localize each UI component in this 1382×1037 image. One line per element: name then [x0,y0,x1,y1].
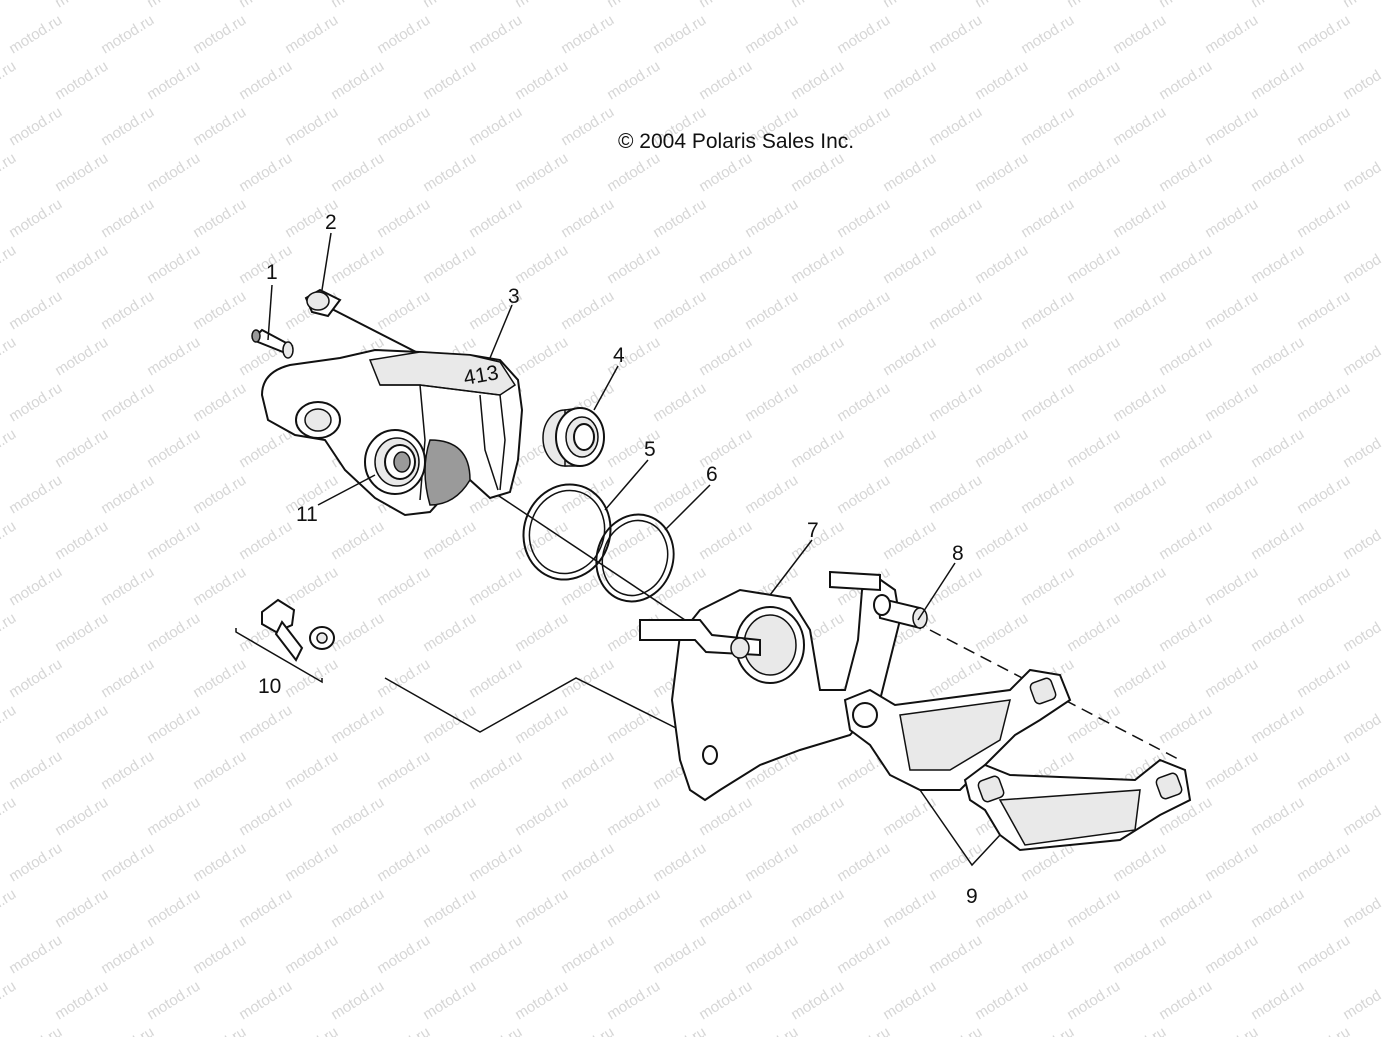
leader-7 [769,539,813,596]
part-6-oring [595,513,675,603]
leader-10-bracket [235,628,323,684]
axis-line-mid [459,469,701,631]
leader-5 [604,459,649,511]
leader-8 [917,562,956,621]
copyright-notice: © 2004 Polaris Sales Inc. [618,130,855,153]
leader-2 [321,232,332,291]
part-7-bracket [639,570,902,802]
part-1-bleeder-screw [251,328,294,359]
callout-3: 3 [508,285,520,308]
part-4-piston [542,407,605,467]
callout-1: 1 [266,261,278,284]
part-9-brake-pads [843,668,1192,852]
part-5-oring [522,483,612,581]
part-10-bolt-washer [261,598,335,662]
callout-11: 11 [296,503,318,526]
leader-6 [664,484,711,531]
leader-11 [317,474,376,506]
bolt-guide-line [384,677,681,733]
leader-3 [489,304,513,359]
leader-4 [593,365,619,411]
callout-9: 9 [966,885,978,908]
callout-8: 8 [952,542,964,565]
callout-6: 6 [706,463,718,486]
callout-2: 2 [325,211,337,234]
callout-5: 5 [644,438,656,461]
callout-10: 10 [258,675,281,698]
part-2-bleeder-cap [304,288,342,318]
callout-7: 7 [807,519,819,542]
leader-1 [267,284,273,341]
leader-9 [919,789,1001,867]
callout-4: 4 [613,344,625,367]
part-11-piston [364,429,426,495]
